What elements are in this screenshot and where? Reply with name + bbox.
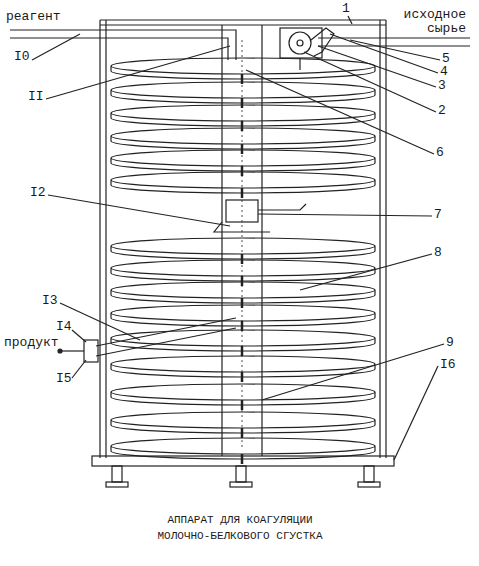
callout-number: I6 (440, 358, 456, 372)
callout-number: I4 (56, 320, 72, 334)
callout-number: 8 (434, 246, 442, 260)
flow-label: продукт (4, 336, 59, 350)
callout-number: I3 (42, 294, 58, 308)
coil-support (241, 276, 244, 286)
coil-support (241, 454, 244, 464)
callout-number: I5 (56, 372, 72, 386)
flow-label: исходное сырье (394, 8, 466, 36)
coil-support (241, 144, 244, 154)
callout-number: I2 (30, 186, 46, 200)
callout-number: II (28, 90, 44, 104)
callout-number: 4 (440, 65, 448, 79)
coil-support (241, 400, 244, 410)
coil-support (241, 372, 244, 382)
caption: АППАРАТ ДЛЯ КОАГУЛЯЦИИ МОЛОЧНО-БЕЛКОВОГО… (140, 512, 340, 544)
callout-number: I0 (14, 50, 30, 64)
coil-support (241, 188, 244, 198)
callout-number: 5 (442, 52, 450, 66)
coil-support (241, 166, 244, 176)
callout-number: 6 (436, 146, 444, 160)
callout-number: 1 (342, 2, 350, 16)
coil-support (241, 98, 244, 108)
callout-number: 7 (434, 208, 442, 222)
callout-number: 2 (438, 104, 446, 118)
coil-support (241, 254, 244, 264)
coil-support (241, 428, 244, 438)
coil-support (241, 346, 244, 356)
coil-support (241, 121, 244, 131)
callout-number: 3 (438, 79, 446, 93)
flow-label: реагент (6, 10, 61, 24)
coil-support (241, 298, 244, 308)
callout-number: 9 (446, 336, 454, 350)
